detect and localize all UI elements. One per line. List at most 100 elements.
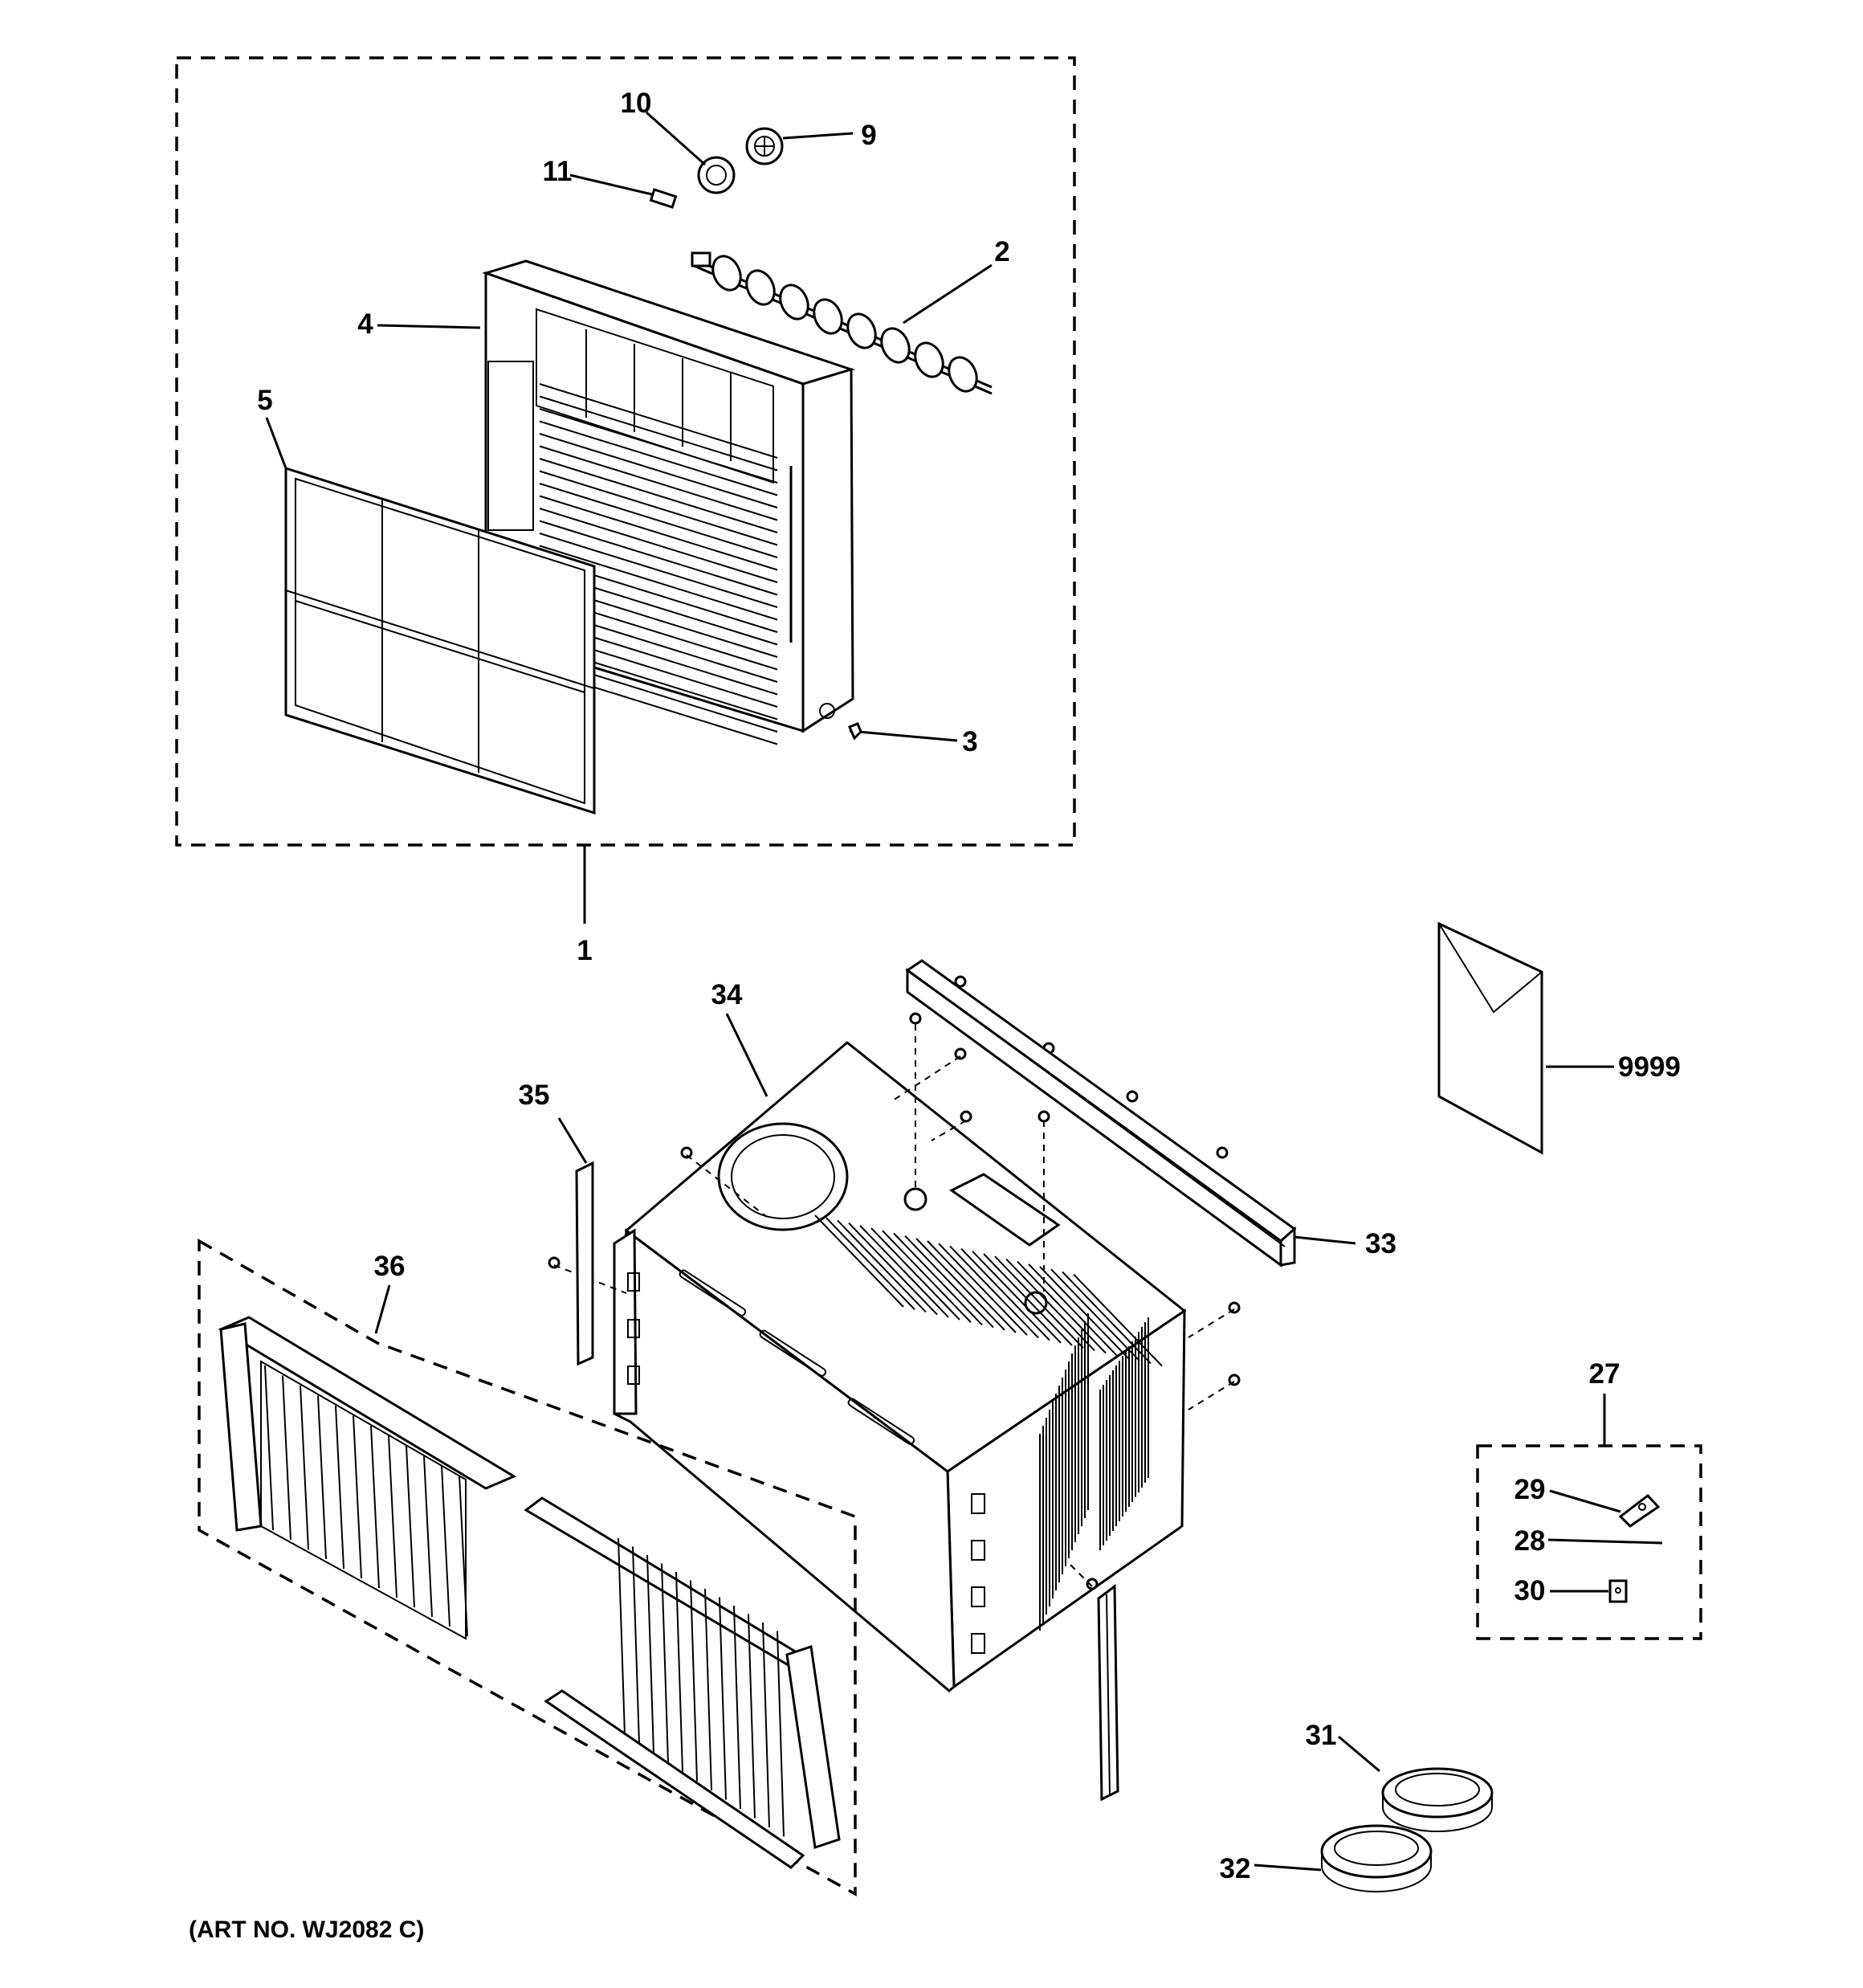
panel-slat [423,1455,433,1618]
side-vents [1039,1313,1149,1631]
leader-3 [849,729,958,742]
callout-27: 27 [1589,1358,1620,1390]
owner-manual [1437,921,1614,1155]
louver-shaft-assembly [691,251,993,395]
panel-slat [459,1476,468,1637]
leader-34 [725,1013,768,1097]
cabinet-louver [927,1240,1017,1333]
left-panel-end [219,1322,263,1532]
leader-31 [1338,1735,1380,1773]
leader-10 [646,111,706,166]
cabinet-louver [983,1253,1073,1346]
callout-34: 34 [711,979,743,1010]
screw [680,1146,693,1159]
drain-pads [1254,1735,1494,1892]
cabinet-louver [1039,1266,1129,1359]
callout-2: 2 [994,236,1009,267]
gears-and-pin [569,111,854,209]
mounting-tab [627,1365,640,1385]
mounting-tab [971,1540,985,1561]
grille-slat [539,445,778,521]
leader-36 [374,1284,391,1334]
panel-slat [661,1563,669,1763]
callout-9999: 9999 [1618,1051,1681,1083]
callout-28: 28 [1514,1525,1546,1557]
cabinet-louver [882,1230,972,1323]
cabinet-louver [994,1255,1084,1349]
grille-slat [539,420,778,496]
leader-4 [377,324,481,329]
group-1-dashed-boundary [175,56,1076,847]
screw-28 [1547,1538,1663,1545]
grille-slat [539,520,778,596]
callout-labels: 1 2 3 4 5 9 10 11 27 28 29 30 31 32 33 3… [189,88,1681,1943]
front-grille-assembly-group [175,56,1076,924]
pad-32 [1320,1824,1433,1879]
cabinet-louver [870,1227,960,1321]
mounting-tab [971,1633,985,1654]
cabinet-slot [679,1269,747,1316]
louver-blades [711,255,978,393]
grille-slat [539,483,778,558]
grille-slat [539,458,778,533]
panel-slat [370,1425,380,1589]
leader-9 [782,132,854,140]
mounting-tab [971,1493,985,1514]
callout-30: 30 [1514,1575,1546,1606]
panel-slat [690,1580,698,1782]
screw [954,1047,967,1060]
gear-10 [697,156,736,194]
panel-slat [441,1465,450,1627]
screw-3 [848,722,862,741]
screw [1216,1146,1229,1159]
grille-slat [539,433,778,508]
callout-36: 36 [374,1251,406,1282]
cabinet-louver [859,1225,949,1318]
cabinet-louver [814,1214,904,1308]
panel-slat [300,1385,309,1550]
cabinet-louver [826,1217,915,1310]
panel-slat [317,1395,327,1560]
art-number: (ART NO. WJ2082 C) [189,1917,424,1943]
cabinet-louver [837,1219,927,1313]
pad-31 [1381,1767,1494,1819]
callout-10: 10 [621,88,652,119]
screw [548,1256,561,1269]
cabinet-louver [893,1232,983,1326]
louver-blade [948,356,978,393]
panel-slat [675,1571,683,1773]
panel-slat [406,1445,415,1608]
panel-slat [388,1435,397,1598]
grille-slat [539,545,778,621]
cabinet-louver [1005,1258,1095,1352]
panel-slat [264,1365,274,1531]
callout-4: 4 [357,308,373,340]
window-panel-kit [198,1238,857,1896]
grille-slat [539,383,778,459]
bracket-29 [1618,1493,1661,1528]
screw [1037,1110,1050,1123]
cabinet-louver [915,1238,1005,1331]
panel-slat [632,1546,640,1745]
screw [954,975,967,988]
cabinet-slots [627,1269,985,1654]
panel-slat [618,1537,626,1736]
panel-slat [733,1605,741,1810]
louver-blade [711,255,742,292]
cabinet-louver [972,1251,1062,1344]
louver-blade [779,284,809,320]
cabinet-louver [960,1247,1050,1341]
right-panel-end [785,1645,841,1849]
left-panel-slats [264,1365,468,1637]
leader-11 [569,173,653,196]
callout-11: 11 [543,156,573,187]
callout-1: 1 [577,935,592,966]
cabinet-louver [1073,1273,1163,1367]
cabinet-left-flange [613,1228,638,1415]
screw [1126,1090,1139,1103]
leader-29 [1549,1489,1621,1513]
hardware-kit [1476,1394,1702,1640]
callout-35: 35 [519,1080,550,1111]
louver-blade [846,312,877,349]
pin-11 [649,188,678,209]
